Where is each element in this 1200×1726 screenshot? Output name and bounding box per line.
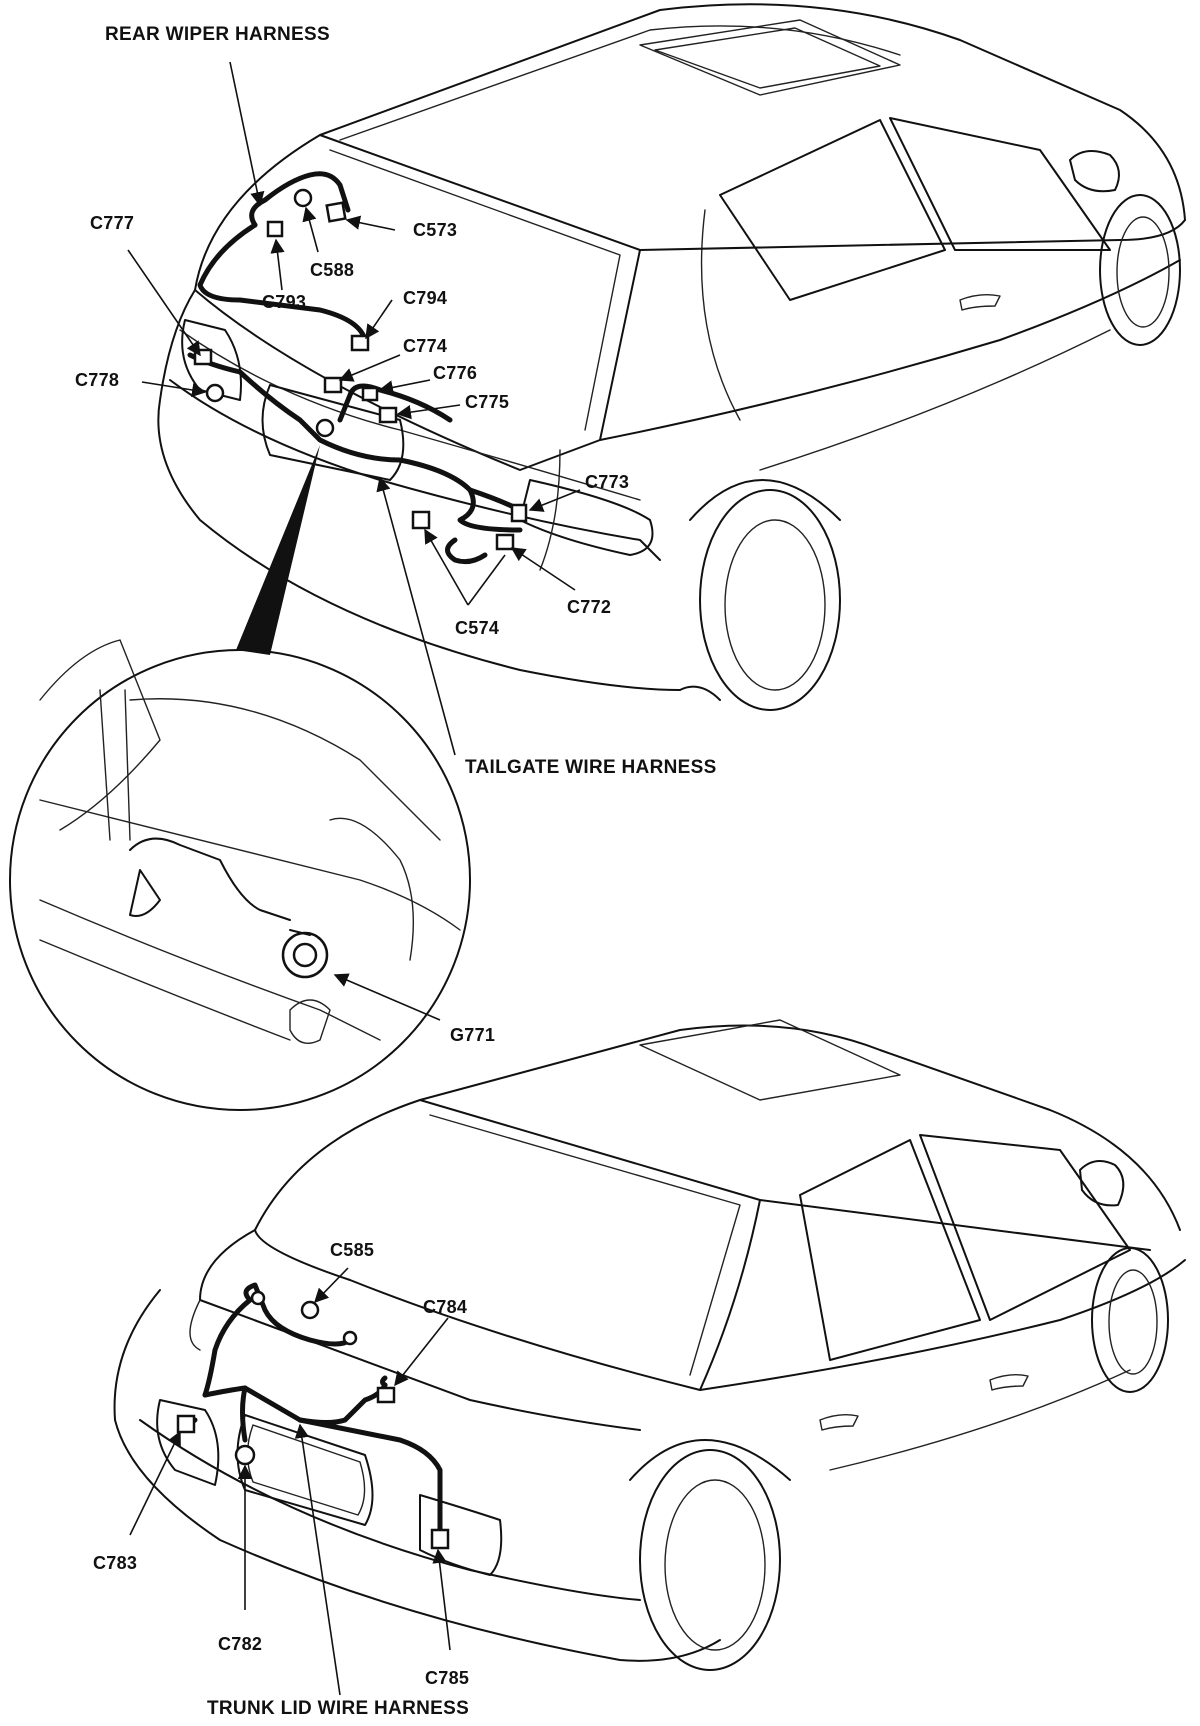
connector-ground-hatch bbox=[315, 418, 335, 438]
label-c772: C772 bbox=[567, 597, 612, 617]
hatchback-leaders bbox=[127, 61, 581, 756]
label-tailgate-wire-harness: TAILGATE WIRE HARNESS bbox=[465, 757, 717, 778]
label-c785: C785 bbox=[425, 1668, 470, 1688]
label-c794: C794 bbox=[403, 288, 448, 308]
connector-c785 bbox=[430, 1528, 450, 1550]
connector-c782 bbox=[234, 1444, 256, 1466]
label-c774: C774 bbox=[403, 336, 448, 356]
hatchback-connectors bbox=[193, 188, 528, 551]
sedan-car-illustration bbox=[113, 1019, 1186, 1671]
connector-c772 bbox=[495, 533, 515, 551]
connector-c783 bbox=[176, 1414, 196, 1434]
label-c778: C778 bbox=[75, 370, 120, 390]
label-c574: C574 bbox=[455, 618, 500, 638]
connector-c794 bbox=[350, 334, 370, 352]
label-c784: C784 bbox=[423, 1297, 468, 1317]
connector-c574 bbox=[411, 510, 431, 530]
label-trunk-lid-wire-harness: TRUNK LID WIRE HARNESS bbox=[207, 1698, 470, 1719]
label-c782: C782 bbox=[218, 1634, 263, 1654]
label-c783: C783 bbox=[93, 1553, 138, 1573]
connector-c778 bbox=[205, 383, 225, 403]
g771-callout bbox=[9, 445, 471, 1111]
connector-c784 bbox=[376, 1386, 396, 1404]
label-c585: C585 bbox=[330, 1240, 375, 1260]
sedan-connectors bbox=[176, 1290, 450, 1550]
connector-c776 bbox=[361, 386, 379, 402]
connector-c775 bbox=[378, 406, 398, 424]
hatchback-car-illustration bbox=[157, 3, 1186, 711]
label-c793: C793 bbox=[262, 292, 307, 312]
label-c773: C773 bbox=[585, 472, 630, 492]
label-c775: C775 bbox=[465, 392, 510, 412]
connector-c573 bbox=[325, 201, 347, 223]
label-c588: C588 bbox=[310, 260, 355, 280]
connector-c774 bbox=[323, 376, 343, 394]
connector-c588 bbox=[293, 188, 313, 208]
label-c776: C776 bbox=[433, 363, 478, 383]
label-c573: C573 bbox=[413, 220, 458, 240]
trunk-lid-wire-harness bbox=[185, 1282, 443, 1533]
connector-c773 bbox=[510, 503, 528, 523]
label-rear-wiper-harness: REAR WIPER HARNESS bbox=[105, 24, 330, 45]
sedan-leaders bbox=[129, 1267, 451, 1696]
connector-c585 bbox=[300, 1300, 320, 1320]
label-c777: C777 bbox=[90, 213, 135, 233]
label-g771: G771 bbox=[450, 1025, 496, 1045]
connector-c793 bbox=[266, 220, 284, 238]
